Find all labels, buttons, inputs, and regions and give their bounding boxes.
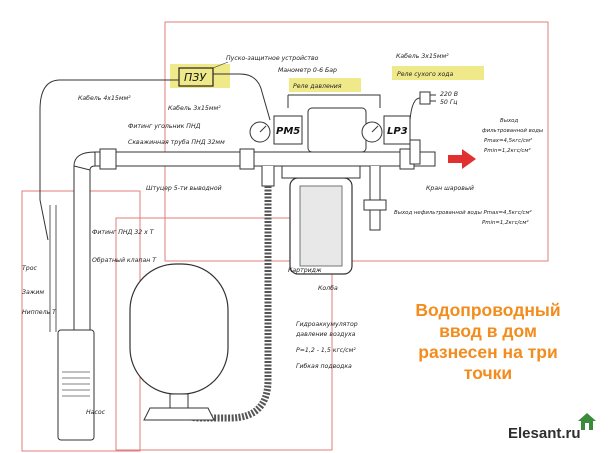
filter-cartridge: [299, 185, 343, 267]
main-pipe: [94, 151, 436, 167]
marker-box-accumulator-group: [115, 217, 333, 451]
check-valve-label: Обратный клапан Т: [92, 256, 157, 264]
caption-line-2: ввод в дом: [439, 321, 537, 341]
caption-line-4: точки: [463, 363, 513, 383]
accumulator-label-1: Гидроаккумулятор: [296, 321, 358, 328]
cable-pzu-to-well: [39, 79, 179, 241]
accumulator-label-3: P=1,2 - 1,5 кгс/см²: [296, 347, 356, 354]
brand-name: Elesant.ru: [508, 425, 581, 442]
bottom-outlet: [369, 166, 381, 231]
pressure-relay-label: Реле давления: [293, 83, 342, 90]
dry-run-relay-label: Реле сухого хода: [397, 71, 454, 78]
pzu-full-label: Пуско-защитное устройство: [226, 55, 319, 62]
unfiltered-out-label: Выход нефильтрованной воды Pmax=4,5кгс/с…: [394, 209, 533, 216]
house-icon: [578, 413, 596, 430]
filtered-out-label-1: Выход: [500, 118, 518, 124]
filter-bracket: [287, 94, 381, 108]
pipe-32-label: Скважинная труба ПНД 32мм: [128, 138, 225, 146]
nipple-label: Ниппель Т: [22, 309, 57, 316]
fitting-32t-label: Фитинг ПНД 32 х Т: [92, 229, 155, 236]
union-5-label: Штуцер 5-ти выводной: [146, 185, 222, 192]
pzu-box: [178, 67, 214, 87]
fitting-2: [239, 148, 255, 170]
dry-run-relay-body: [383, 115, 411, 145]
ball-valve-label: Кран шаровый: [426, 185, 474, 192]
unfiltered-out-label-2: Pmin=1,2кгс/см²: [482, 219, 529, 226]
accumulator-label-2: давление воздуха: [295, 331, 356, 338]
ball-valve: [409, 139, 421, 165]
voltage-label: 220 В: [440, 91, 458, 98]
accumulator-stand: [143, 407, 215, 421]
caption: Водопроводный ввод в дом разнесен на три…: [396, 300, 580, 384]
caption-line-1: Водопроводный: [415, 300, 561, 320]
clamp-label: Зажим: [22, 289, 44, 296]
fitting-corner-label: Фитинг угольник ПНД: [128, 123, 201, 130]
caption-line-3: разнесен на три: [418, 342, 558, 362]
bottom-valve: [363, 199, 387, 211]
filtered-out-label-3: Pmax=4,5кгс/см²: [484, 137, 533, 144]
cable-to-plug: [409, 97, 421, 121]
pzu-label: ПЗУ: [184, 71, 207, 84]
cartridge-label: Картридж: [288, 267, 322, 274]
frequency-label: 50 Гц: [440, 99, 458, 106]
marker-box-filter-group: [164, 21, 549, 262]
filter-head: [307, 107, 367, 153]
cable-3x15-left-label: Кабель 3х15мм²: [168, 104, 221, 112]
accumulator-tank: [129, 263, 229, 395]
cable-pzu-to-relay: [213, 73, 271, 121]
lp3-label: LP3: [387, 126, 408, 137]
manometer-label: Манометр 0-6 Бар: [278, 67, 337, 74]
hose-label: Гибкая подводка: [296, 362, 352, 370]
flask-label: Колба: [318, 284, 338, 292]
power-plug-icon: [419, 91, 436, 105]
well-rope: [49, 205, 57, 332]
cable-4x15-label: Кабель 4х15мм²: [78, 94, 131, 102]
pump-body: [57, 329, 95, 441]
rope-label: Трос: [22, 265, 37, 272]
well-pipe: [73, 165, 91, 331]
dry-run-relay-highlight: [392, 66, 484, 80]
filtered-out-label-4: Pmin=1,2кгс/см²: [484, 147, 531, 154]
filter-collar: [281, 165, 361, 179]
flexible-hose: [176, 186, 272, 422]
rms-label: РМ5: [276, 126, 300, 137]
output-arrow: [448, 149, 476, 169]
filtered-out-label-2: фильтрованной воды: [482, 128, 544, 134]
corner-fitting: [73, 151, 96, 171]
accumulator-valve: [169, 393, 189, 409]
pump-grid: [62, 371, 90, 397]
pressure-relay-highlight: [289, 78, 361, 92]
union-down: [261, 166, 275, 187]
pressure-relay-body: [273, 115, 303, 145]
cable-3x15-right-label: Кабель 3х15мм²: [396, 52, 449, 60]
pump-label: Насос: [86, 409, 106, 416]
fitting-1: [99, 148, 117, 170]
